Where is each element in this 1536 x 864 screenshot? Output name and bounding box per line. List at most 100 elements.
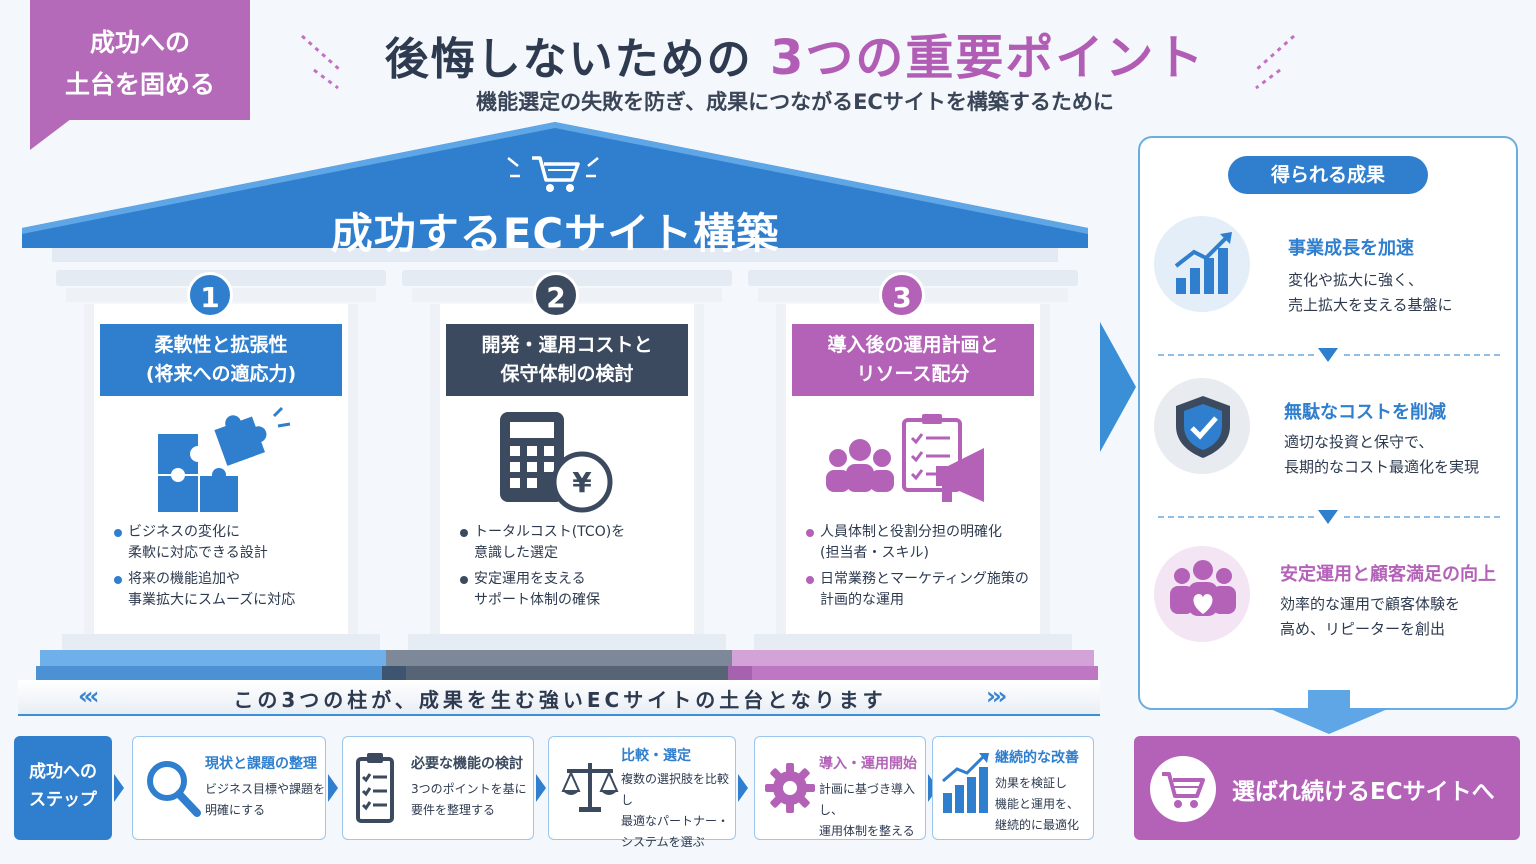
- growth-chart-icon: [1174, 232, 1232, 294]
- shopping-cart-icon: [507, 156, 599, 192]
- list-item: ビジネスの変化に柔軟に対応できる設計: [112, 522, 352, 564]
- pillar-heading-line2: (将来への適応力): [145, 363, 297, 385]
- divider: [1344, 354, 1500, 356]
- bar-growth-icon: [942, 753, 989, 813]
- calculator-yen-icon: ¥: [500, 412, 613, 513]
- step-line: 継続的に最適化: [995, 818, 1080, 832]
- pillar-base: [62, 634, 380, 650]
- result-line: 長期的なコスト最適化を実現: [1284, 458, 1480, 476]
- left-chevrons: «‹: [78, 682, 100, 710]
- divider: [1158, 516, 1314, 518]
- bullet-line: 柔軟に対応できる設計: [128, 545, 268, 561]
- pillar-heading: 柔軟性と拡張性 (将来への適応力): [100, 324, 342, 396]
- bullet-line: (担当者・スキル): [820, 545, 929, 561]
- pillar-cost: 2 開発・運用コストと 保守体制の検討 ¥ トータルコスト(TCO)を意識した選…: [382, 270, 752, 680]
- cta-icon-circle: [1150, 756, 1216, 822]
- arrow-down-icon: [1268, 690, 1390, 734]
- step-description: ビジネス目標や課題を 明確にする: [205, 779, 325, 821]
- divider: [1344, 516, 1500, 518]
- pillar-heading: 導入後の運用計画と リソース配分: [792, 324, 1034, 396]
- result-title: 安定運用と顧客満足の向上: [1280, 564, 1496, 585]
- step-card: 導入・運用開始 計画に基づき導入し、 運用体制を整える: [754, 736, 926, 840]
- result-line: 売上拡大を支える基盤に: [1288, 296, 1453, 314]
- pillar-heading-line1: 導入後の運用計画と: [827, 334, 999, 356]
- puzzle-icon: [158, 406, 291, 512]
- step-line: 要件を整理する: [411, 803, 496, 817]
- pillar-bullets: ビジネスの変化に柔軟に対応できる設計 将来の機能追加や事業拡大にスムーズに対応: [112, 522, 352, 616]
- pillar-heading-line2: リソース配分: [856, 363, 970, 385]
- step-line: 運用体制を整える: [819, 824, 915, 838]
- pillar-base: [732, 650, 1094, 666]
- scales-icon: [561, 763, 619, 812]
- team-checklist-megaphone-icon: [826, 414, 984, 502]
- bullet-line: サポート体制の確保: [474, 592, 600, 608]
- right-chevrons: ›»: [986, 682, 1008, 710]
- list-item: 安定運用を支えるサポート体制の確保: [458, 569, 698, 611]
- list-item: 将来の機能追加や事業拡大にスムーズに対応: [112, 569, 352, 611]
- title-prefix: 後悔しないための: [384, 34, 770, 85]
- bullet-line: 日常業務とマーケティング施策の: [820, 571, 1029, 587]
- step-description: 計画に基づき導入し、 運用体制を整える: [819, 779, 925, 842]
- step-card: 現状と課題の整理 ビジネス目標や課題を 明確にする: [132, 736, 326, 840]
- temple-foundation: [18, 680, 1100, 716]
- magnifier-icon: [147, 761, 201, 817]
- step-title: 必要な機能の検討: [411, 756, 523, 772]
- step-card: 比較・選定 複数の選択肢を比較し 最適なパートナー・ システムを選ぶ: [548, 736, 736, 849]
- result-description: 適切な投資と保守で、 長期的なコスト最適化を実現: [1284, 430, 1479, 480]
- pillar-heading: 開発・運用コストと 保守体制の検討: [446, 324, 688, 396]
- bullet-line: 意識した選定: [474, 545, 558, 561]
- down-triangle-icon: [1318, 510, 1338, 524]
- step-line: ビジネス目標や課題を: [205, 782, 326, 796]
- pillar-base: [382, 666, 752, 680]
- bullet-line: 計画的な運用: [820, 592, 904, 608]
- steps-label: 成功への ステップ: [14, 736, 112, 840]
- step-line: 3つのポイントを基に: [411, 782, 527, 796]
- step-line: 明確にする: [205, 803, 266, 817]
- step-line: 最適なパートナー・: [621, 814, 730, 828]
- result-title: 事業成長を加速: [1288, 238, 1414, 259]
- pillar-heading-line2: 保守体制の検討: [500, 363, 634, 385]
- pillar-bullets: トータルコスト(TCO)を意識した選定 安定運用を支えるサポート体制の確保: [458, 522, 698, 616]
- pillar-number: 3: [879, 272, 925, 318]
- cart-icon: [1162, 772, 1205, 808]
- result-title: 無駄なコストを削減: [1284, 402, 1446, 423]
- pillar-bullets: 人員体制と役割分担の明確化(担当者・スキル) 日常業務とマーケティング施策の計画…: [804, 522, 1044, 616]
- badge-line1: 成功への: [89, 28, 190, 57]
- steps-label-line1: 成功への: [29, 762, 97, 782]
- pillar-base: [386, 650, 748, 666]
- svg-text:¥: ¥: [572, 466, 592, 499]
- result-icon-circle: [1154, 216, 1250, 312]
- step-title: 継続的な改善: [995, 750, 1079, 766]
- step-description: 3つのポイントを基に 要件を整理する: [411, 779, 527, 821]
- step-line: 計画に基づき導入し、: [819, 782, 916, 817]
- step-line: 複数の選択肢を比較し: [621, 772, 730, 807]
- step-arrow-icon: [536, 774, 546, 802]
- divider: [1158, 354, 1314, 356]
- bullet-line: 安定運用を支える: [474, 571, 586, 587]
- step-description: 効果を検証し 機能と運用を、 継続的に最適化: [995, 773, 1079, 836]
- title-highlight: 3つの重要ポイント: [769, 30, 1206, 86]
- result-line: 変化や拡大に強く、: [1288, 271, 1424, 289]
- bullet-line: 事業拡大にスムーズに対応: [128, 592, 296, 608]
- badge-line2: 土台を固める: [64, 70, 215, 99]
- step-card: 継続的な改善 効果を検証し 機能と運用を、 継続的に最適化: [932, 736, 1094, 840]
- pillar-number: 1: [187, 272, 233, 318]
- arrow-right-icon: [1100, 322, 1136, 452]
- step-arrow-icon: [738, 774, 748, 802]
- list-item: 人員体制と役割分担の明確化(担当者・スキル): [804, 522, 1044, 564]
- result-line: 適切な投資と保守で、: [1284, 433, 1434, 451]
- foundation-text: この3つの柱が、成果を生む強いECサイトの土台となります: [233, 688, 887, 712]
- step-card: 必要な機能の検討 3つのポイントを基に 要件を整理する: [342, 736, 534, 840]
- shield-check-icon: [1176, 396, 1230, 458]
- pillar-number: 2: [533, 272, 579, 318]
- pillar-flexibility: 1 柔軟性と拡張性 (将来への適応力) ビジネスの変化に柔軟に対応できる設計 将…: [36, 270, 406, 680]
- pillar-base: [408, 634, 726, 650]
- checklist-icon: [356, 753, 394, 823]
- step-title: 現状と課題の整理: [205, 756, 317, 772]
- results-title: 得られる成果: [1228, 156, 1428, 194]
- step-arrow-icon: [328, 774, 338, 802]
- pillar-heading-line1: 柔軟性と拡張性: [154, 334, 288, 356]
- result-line: 効率的な運用で顧客体験を: [1280, 595, 1461, 613]
- gear-icon: [765, 763, 815, 813]
- step-line: 機能と運用を、: [995, 797, 1080, 811]
